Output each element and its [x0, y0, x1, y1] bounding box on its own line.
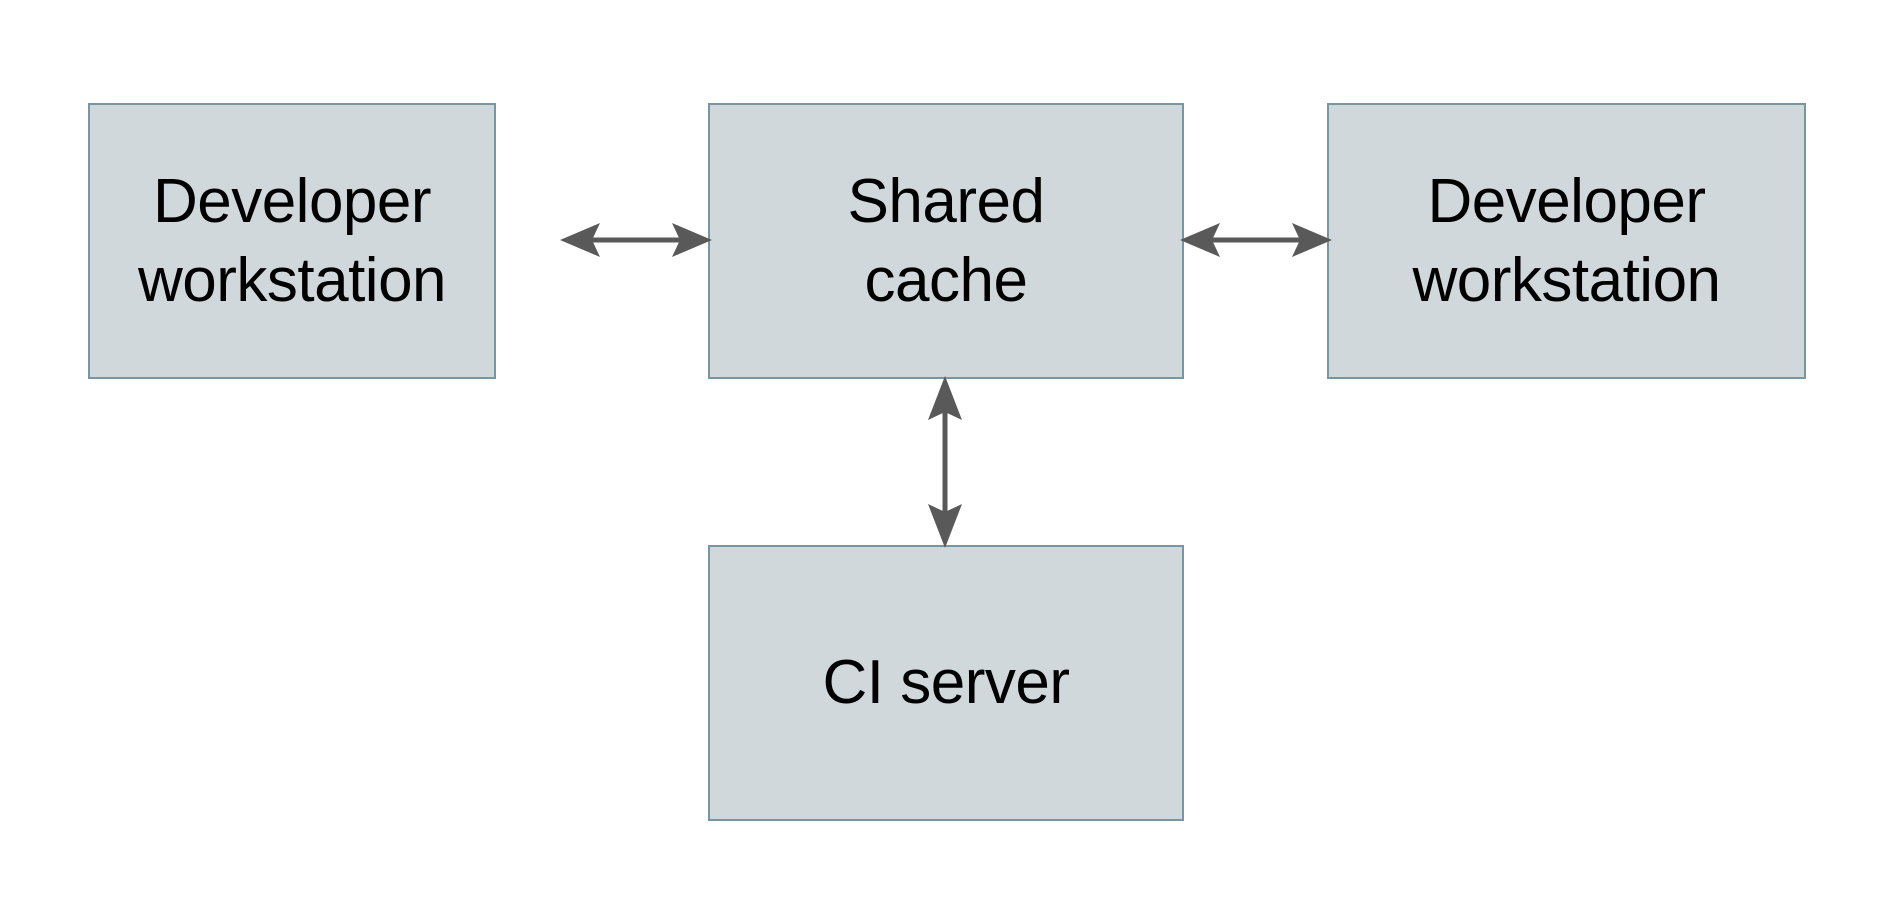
edge-shared-cache-to-ci-server — [928, 376, 962, 548]
arrowhead-up-icon — [928, 376, 962, 420]
edge-shared-cache-to-developer-right — [1180, 223, 1332, 257]
edge-line — [592, 237, 680, 243]
arrowhead-left-icon — [560, 223, 600, 257]
node-label: CI server — [822, 648, 1070, 718]
edge-line — [1212, 237, 1300, 243]
arrowhead-right-icon — [1292, 223, 1332, 257]
edge-line — [942, 412, 948, 512]
node-label: Developer workstation — [1412, 166, 1721, 315]
arrowhead-down-icon — [928, 504, 962, 548]
node-label: Developer workstation — [137, 166, 447, 315]
node-label: Shared cache — [847, 166, 1045, 315]
node-developer-workstation-right[interactable]: Developer workstation — [1327, 103, 1806, 379]
node-shared-cache[interactable]: Shared cache — [708, 103, 1184, 379]
arrowhead-right-icon — [672, 223, 712, 257]
node-developer-workstation-left[interactable]: Developer workstation — [88, 103, 496, 379]
node-ci-server[interactable]: CI server — [708, 545, 1184, 821]
edge-developer-left-to-shared-cache — [560, 223, 712, 257]
arrowhead-left-icon — [1180, 223, 1220, 257]
